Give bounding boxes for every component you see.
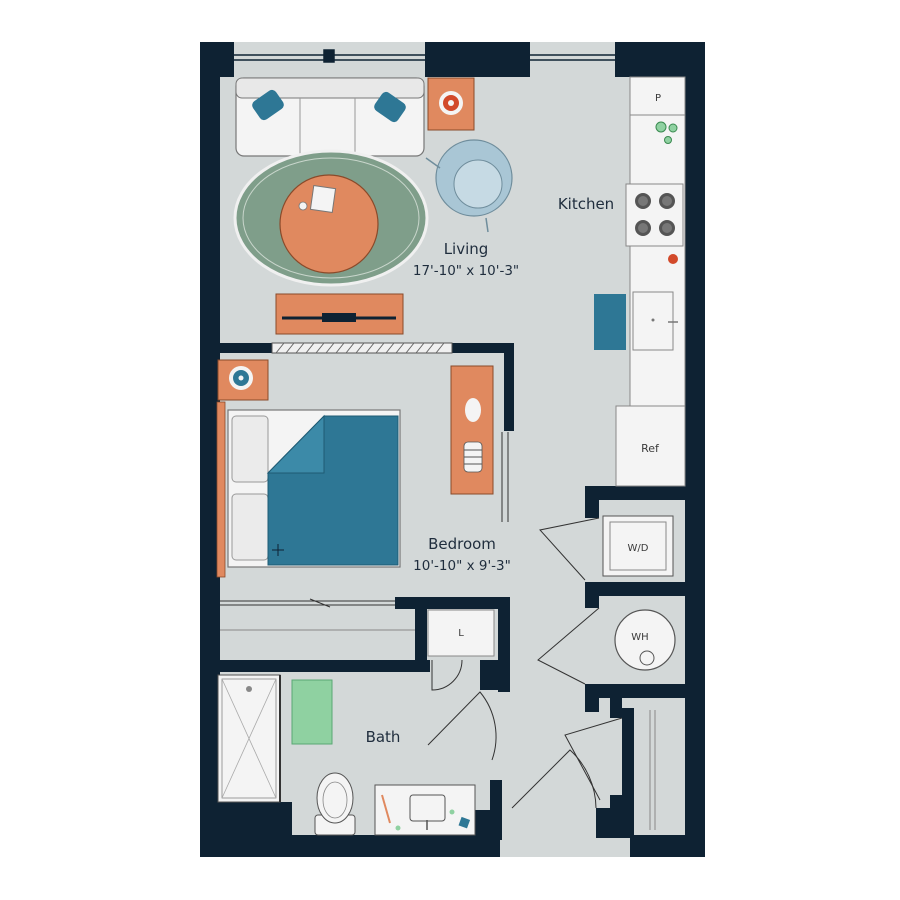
cooktop	[625, 183, 684, 247]
coat-closet-door[interactable]	[564, 717, 623, 801]
bath-vanity	[374, 784, 476, 836]
bath-mat	[291, 679, 333, 745]
entry-door[interactable]	[511, 749, 597, 809]
toilet	[314, 772, 356, 836]
kitchen-label: Kitchen	[558, 195, 614, 213]
kitchen-sink	[632, 291, 678, 351]
linen-closet: L	[427, 609, 495, 691]
water-heater-door[interactable]	[537, 607, 600, 685]
washer-dryer: W/D	[602, 515, 674, 577]
bedroom-door[interactable]	[501, 432, 509, 522]
coffee-table	[279, 174, 379, 274]
armchair	[425, 139, 513, 233]
bath-door[interactable]	[427, 691, 497, 761]
pantry	[629, 76, 686, 116]
refrigerator: Ref	[615, 405, 686, 487]
linen-label: L	[458, 628, 464, 639]
bedroom-label: Bedroom	[428, 535, 496, 553]
end-table	[427, 77, 475, 131]
sofa	[235, 77, 425, 157]
pantry-label: P	[655, 93, 661, 104]
kitchen-mat	[594, 294, 626, 350]
living-dimensions: 17'-10" x 10'-3"	[413, 263, 519, 279]
bath-label: Bath	[366, 728, 401, 746]
living-label: Living	[444, 240, 489, 258]
washer-dryer-door[interactable]	[539, 517, 600, 581]
bedroom-dimensions: 10'-10" x 9'-3"	[413, 558, 511, 574]
bedroom-closet	[220, 598, 415, 660]
washer-dryer-label: W/D	[628, 543, 649, 554]
shower	[217, 674, 281, 803]
headboard	[216, 401, 226, 578]
kitchen-accent-dot	[668, 254, 678, 264]
coat-closet	[649, 710, 656, 830]
exterior-walls	[200, 42, 705, 857]
interior-walls	[210, 343, 695, 840]
dresser	[450, 365, 494, 495]
tv-console	[275, 293, 404, 335]
water-heater: WH	[614, 609, 676, 671]
nightstand	[217, 359, 269, 401]
bed	[227, 409, 401, 568]
refrigerator-label: Ref	[641, 442, 660, 455]
water-heater-label: WH	[631, 632, 648, 643]
windows	[234, 49, 615, 63]
pass-through-opening	[271, 342, 453, 354]
